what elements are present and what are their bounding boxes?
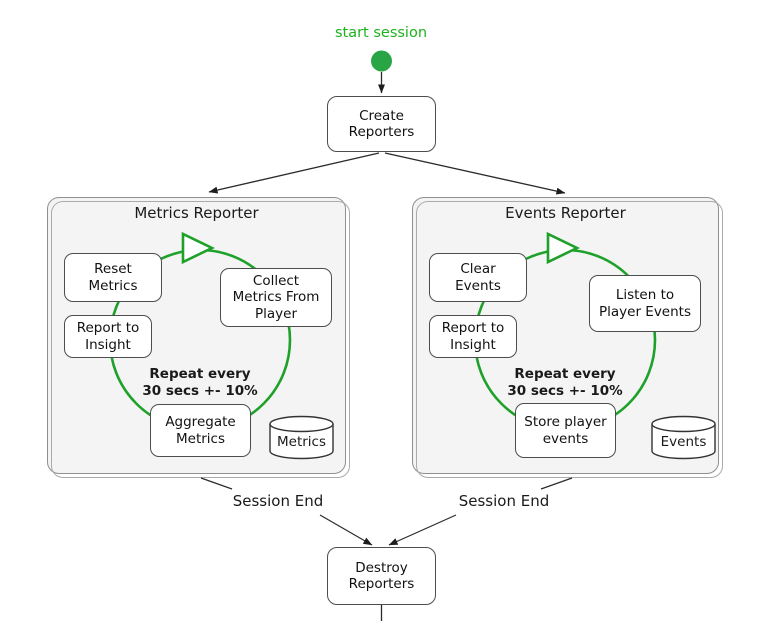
create-reporters-node: Create Reporters [327,96,436,152]
events-database-label: Events [660,434,707,450]
report-to-insight-node-metrics: Report to Insight [64,315,152,358]
edge-metrics-exit-a [200,477,233,490]
events-loop-start-icon [546,231,580,265]
metrics-database-icon [269,415,334,460]
clear-events-node: Clear Events [429,253,527,302]
report-to-insight-node-events: Report to Insight [429,315,517,358]
events-session-end-label: Session End [458,492,550,510]
metrics-panel-title: Metrics Reporter [134,204,259,222]
collect-metrics-node: Collect Metrics From Player [220,268,332,327]
events-database-icon [651,415,716,460]
store-player-events-node: Store player events [515,403,616,458]
metrics-database-label: Metrics [276,434,326,450]
events-repeat-label: Repeat every 30 secs +- 10% [507,366,623,399]
listen-player-events-node: Listen to Player Events [589,275,701,332]
start-session-label: start session [334,25,428,41]
metrics-session-end-label: Session End [232,492,324,510]
edge-events-exit-b [388,514,457,546]
edge-metrics-exit-b [319,514,373,546]
events-panel-title: Events Reporter [505,204,626,222]
metrics-repeat-label: Repeat every 30 secs +- 10% [142,366,258,399]
edge-create-to-metrics [208,152,380,194]
start-node [371,50,392,72]
reset-metrics-node: Reset Metrics [64,253,162,302]
destroy-reporters-node: Destroy Reporters [327,547,436,605]
aggregate-metrics-node: Aggregate Metrics [150,404,251,457]
metrics-loop-start-icon [181,231,215,265]
edge-create-to-events [384,152,566,195]
edge-events-exit-a [540,477,573,490]
